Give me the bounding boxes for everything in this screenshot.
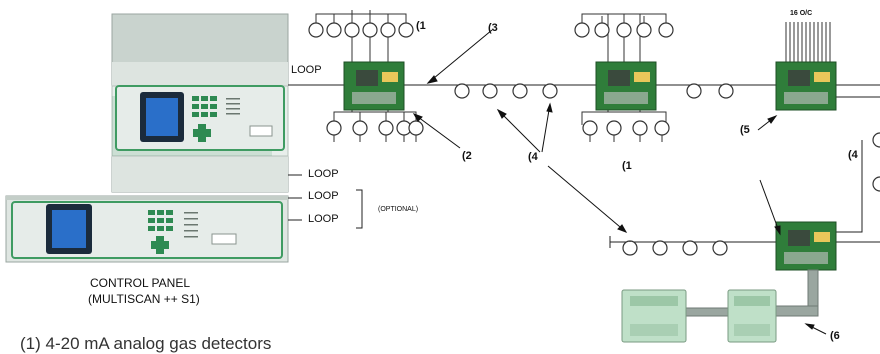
output-module [776,62,836,110]
callout-3: (3 [488,22,498,34]
outputs-label: 16 O/C [790,10,812,17]
loop-detectors-top-left [309,10,413,64]
callout-1-bottom: (1 [622,160,632,172]
main-loop-detectors [455,84,733,98]
callout-2: (2 [462,150,472,162]
output-pins [786,22,830,62]
loop-label-4: LOOP [308,213,339,225]
loop-label-2: LOOP [308,168,339,180]
loop-detectors-right-edge [873,133,880,191]
legend-item-1: (1) 4-20 mA analog gas detectors [20,334,271,354]
loop-label-main: LOOP [291,64,322,76]
control-panel-title: CONTROL PANEL [90,276,190,290]
callout-5: (5 [740,124,750,136]
din-rail-device-1 [622,290,686,342]
control-panel-upper [112,14,288,192]
callout-6: (6 [830,330,840,342]
control-panel-lower [6,196,288,262]
loop-module-left [344,62,404,110]
din-rail-device-2 [728,290,776,342]
loop-detectors-lower-branch [623,241,727,255]
callout-1-top: (1 [416,20,426,32]
callout-4-right: (4 [848,149,858,161]
loop-label-3: LOOP [308,190,339,202]
optional-label: (OPTIONAL) [378,206,418,213]
loop-detectors-bottom-left [327,108,423,142]
control-panel-model: (MULTISCAN ++ S1) [88,292,200,306]
loop-module-middle [596,62,656,110]
callout-4-mid: (4 [528,151,538,163]
loop-module-lower [776,222,836,270]
